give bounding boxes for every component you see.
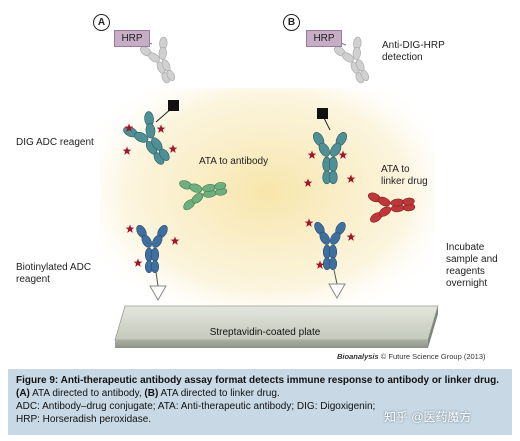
dig-tag-a — [168, 100, 179, 111]
caption-line-3: HRP: Horseradish peroxidase. — [16, 414, 152, 425]
caption-a-text: ATA directed to antibody, — [32, 388, 142, 399]
anti-dig-hrp-label: Anti-DIG-HRP detection — [382, 40, 445, 63]
dig-tag-b — [317, 108, 328, 119]
panel-b-letter: B — [283, 14, 300, 31]
credit-journal: Bioanalysis — [337, 352, 379, 361]
dig-adc-label: DIG ADC reagent — [16, 137, 94, 148]
dig-linker-b — [323, 117, 331, 131]
biotin-tag-a — [149, 285, 167, 302]
caption-title: Figure 9: Anti-therapeutic antibody assa… — [16, 375, 500, 386]
panel-a-letter: A — [93, 14, 110, 31]
biotin-tag-b — [328, 283, 346, 300]
credit-line: Bioanalysis © Future Science Group (2013… — [337, 352, 486, 361]
biotin-linker-b — [333, 269, 338, 285]
caption-b-text: ATA directed to linker drug. — [160, 388, 280, 399]
ata-to-linker-label: ATA to linker drug — [381, 164, 428, 187]
credit-rest: © Future Science Group (2013) — [380, 352, 486, 361]
plate-label: Streptavidin-coated plate — [209, 327, 321, 338]
reaction-zone-background — [100, 88, 435, 320]
caption-a-mark: (A) — [16, 388, 30, 399]
hrp-box-b: HRP — [306, 30, 342, 47]
biotin-linker-a — [155, 271, 159, 287]
ata-to-antibody-label: ATA to antibody — [199, 156, 269, 167]
caption-box: Figure 9: Anti-therapeutic antibody assa… — [8, 369, 512, 435]
incubate-label: Incubate sample and reagents overnight — [446, 242, 498, 289]
caption-line-2: ADC: Antibody–drug conjugate; ATA: Anti-… — [16, 401, 376, 412]
hrp-box-a: HRP — [114, 30, 150, 47]
watermark: 知乎 @医药魔方 — [384, 410, 472, 424]
biotinylated-adc-label: Biotinylated ADC reagent — [16, 262, 92, 285]
caption-b-mark: (B) — [144, 388, 159, 399]
caption-line-1: Figure 9: Anti-therapeutic antibody assa… — [16, 374, 504, 400]
streptavidin-plate — [114, 305, 439, 348]
